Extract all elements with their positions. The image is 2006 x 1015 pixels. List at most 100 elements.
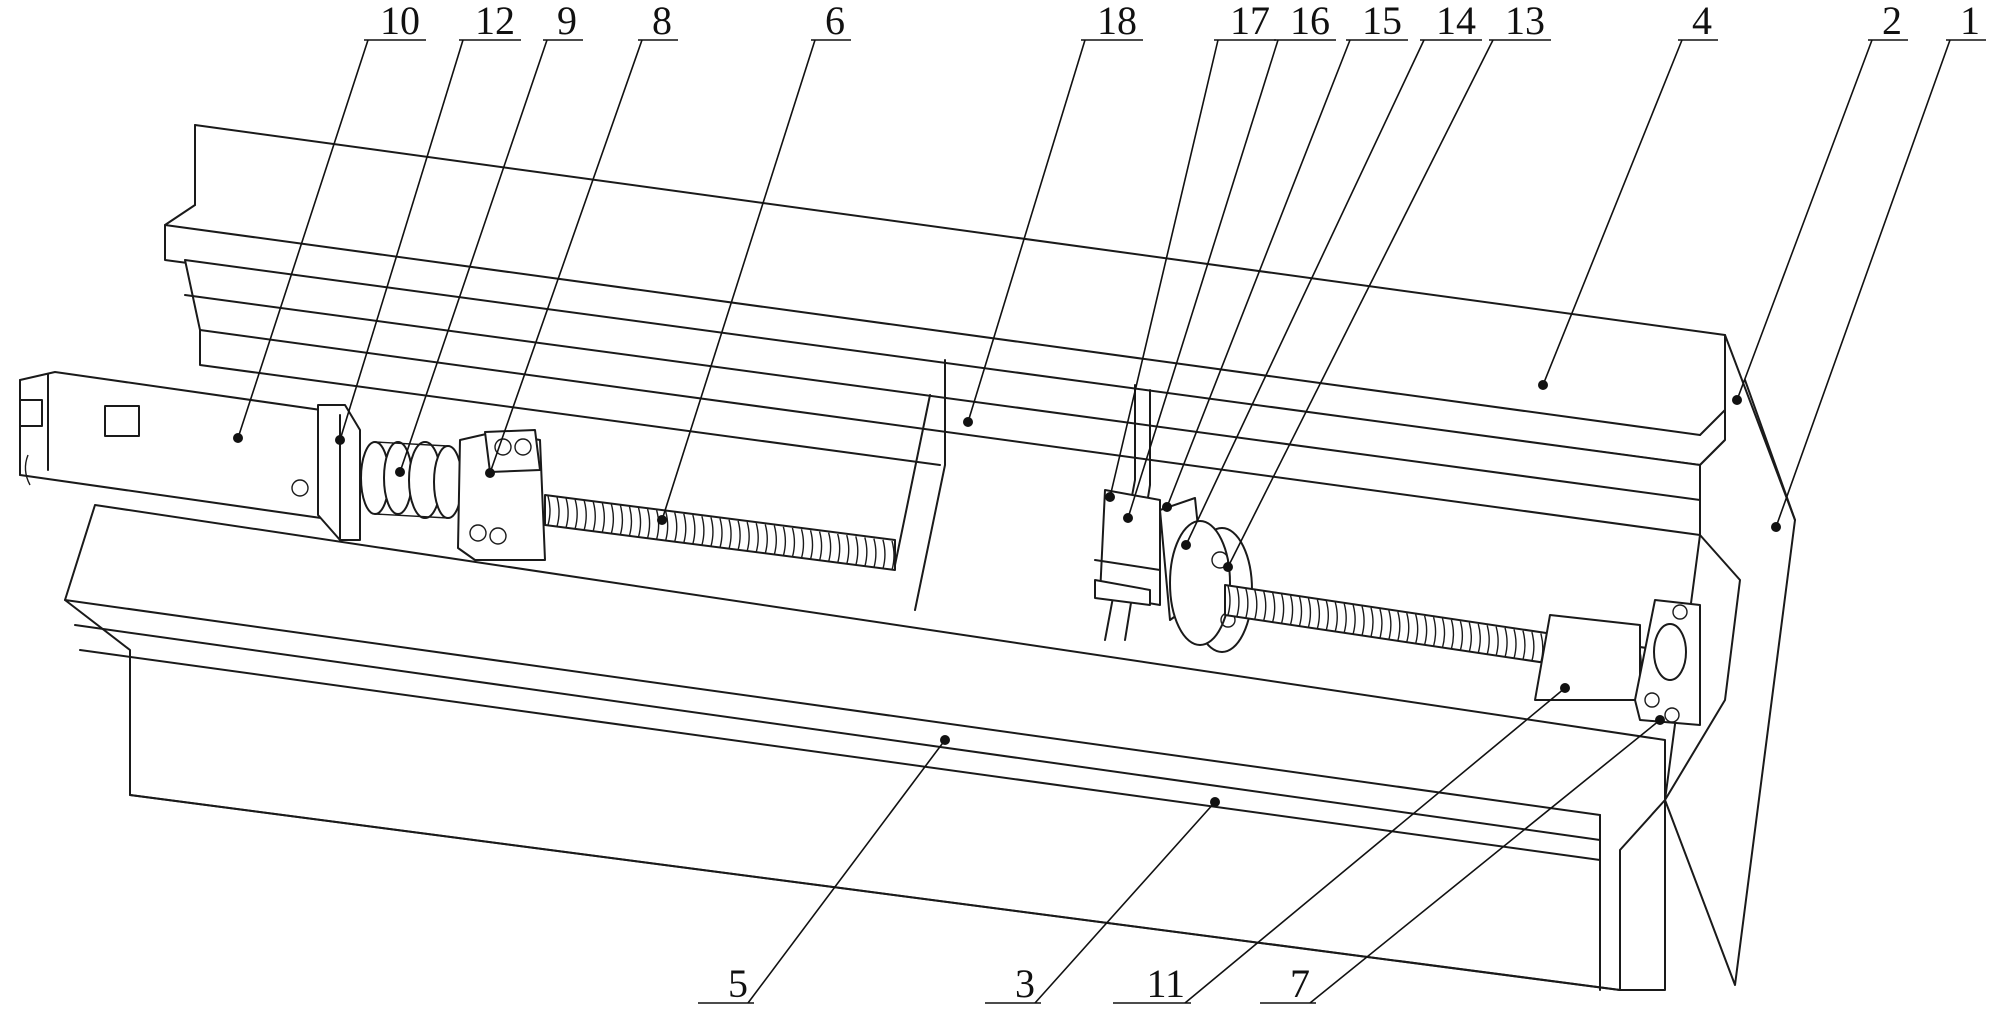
leader-dot-6 [657,515,667,525]
reference-numeral-14: 14 [1436,0,1476,43]
reference-numeral-15: 15 [1362,0,1402,43]
screw-thread-ridge [674,512,678,542]
screw-thread-ridge [864,537,868,567]
leader-line-12 [339,39,464,441]
leader-line-3 [1034,801,1216,1004]
screw-thread-ridge [1343,603,1347,633]
leader-dot-1 [1771,522,1781,532]
screw-thread-ridge [565,498,569,528]
screw-thread-ridge [846,534,850,565]
screw-thread-ridge [547,495,551,526]
screw-thread-ridge [1486,625,1490,655]
reference-numeral-11: 11 [1146,961,1185,1006]
reference-numeral-13: 13 [1505,0,1545,43]
motor [19,371,336,521]
screw-thread-ridge [1263,591,1267,621]
screw-thread-ridge [1370,607,1374,637]
screw-thread-ridge [610,504,615,534]
leader-dot-4 [1538,380,1548,390]
reference-numeral-7: 7 [1290,961,1310,1006]
support-bearing-block [1534,599,1701,726]
screw-thread-ridge [1495,626,1499,656]
screw-thread-ridge [737,520,741,551]
reference-numeral-12: 12 [475,0,515,43]
screw-thread-ridge [710,517,714,547]
screw-thread-ridge [1236,587,1240,617]
reference-numeral-16: 16 [1290,0,1330,43]
screw-thread-ridge [773,525,778,555]
screw-thread-ridge [601,502,606,533]
screw-thread-ridge [665,511,669,541]
reference-numeral-9: 9 [557,0,577,43]
screw-thread-ridge [1450,619,1455,650]
screw-thread-ridge [1531,631,1535,662]
leader-line-1 [1775,39,1951,528]
screw-thread-ridge [683,513,687,543]
screw-thread-ridge [1379,608,1383,639]
leader-dot-7 [1655,715,1665,725]
leader-dot-9 [395,467,405,477]
front-base [64,504,1666,991]
leader-line-4 [1542,39,1683,386]
leader-line-2 [1736,39,1873,401]
leader-line-6 [661,39,816,521]
screw-thread-ridge [1334,602,1338,632]
leader-line-8 [489,39,643,474]
leader-line-11 [1184,687,1566,1004]
screw-thread-ridge [855,536,859,566]
screw-thread-ridge [882,539,886,570]
screw-thread-ridge [873,538,877,568]
leader-dot-15 [1162,502,1172,512]
screw-thread-ridge [809,530,814,560]
leader-dot-16 [1123,513,1133,523]
screw-thread-ridge [1406,612,1410,643]
screw-thread-ridge [1477,623,1481,654]
leader-line-17 [1109,39,1219,498]
leader-dot-10 [233,433,243,443]
leader-line-15 [1166,39,1351,508]
screw-thread-ridge [1522,630,1526,660]
leader-line-10 [237,39,369,439]
leader-line-13 [1227,39,1494,568]
leader-line-5 [747,739,946,1004]
screw-thread-ridge [583,500,587,530]
screw-thread-ridge [1227,585,1231,616]
screw-thread-ridge [1459,621,1464,651]
screw-thread-ridge [1504,627,1508,658]
fixed-bearing-block [457,429,546,561]
leader-dot-8 [485,468,495,478]
leader-line-14 [1185,39,1425,546]
screw-thread-ridge [701,515,705,546]
screw-nut-assembly [1094,489,1253,653]
reference-numeral-4: 4 [1692,0,1712,43]
screw-thread-ridge [692,514,696,545]
screw-thread-ridge [592,501,596,532]
reference-numeral-5: 5 [728,961,748,1006]
leader-dot-17 [1105,492,1115,502]
screw-thread-ridge [1280,593,1285,624]
leader-dot-3 [1210,797,1220,807]
screw-thread-ridge [800,528,805,559]
leader-dot-14 [1181,540,1191,550]
screw-thread-ridge [628,506,633,536]
screw-thread-ridge [1361,606,1365,636]
screw-thread-ridge [1307,598,1312,628]
leader-line-16 [1127,39,1279,519]
leader-dot-13 [1223,562,1233,572]
reference-numeral-6: 6 [825,0,845,43]
leader-dot-2 [1732,395,1742,405]
screw-thread-ridge [764,524,768,554]
screw-thread-ridge [1272,592,1276,622]
reference-numeral-17: 17 [1230,0,1270,43]
coupling [360,441,463,519]
leader-dot-12 [335,435,345,445]
screw-thread-ridge [619,505,624,535]
screw-thread-ridge [556,496,560,527]
leader-dot-18 [963,417,973,427]
screw-thread-ridge [782,526,787,556]
screw-thread-ridge [1423,615,1428,645]
screw-thread-ridge [1289,595,1294,625]
